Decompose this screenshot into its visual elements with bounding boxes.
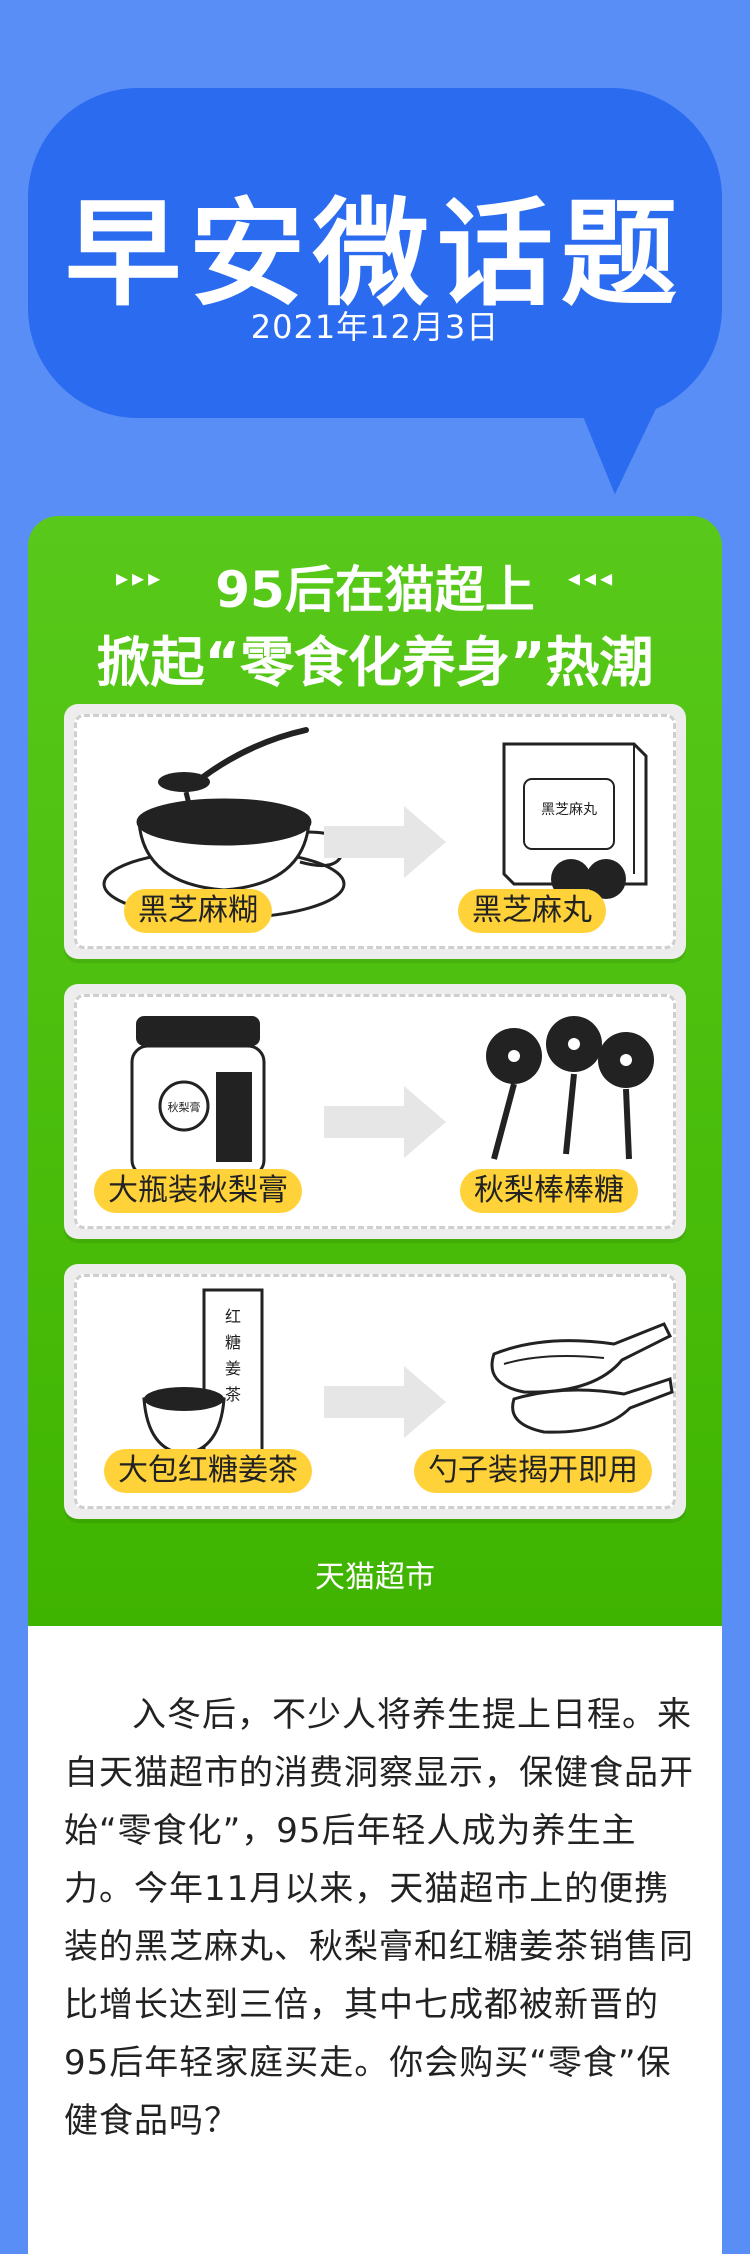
- card-footer-brand: 天猫超市: [315, 1560, 435, 1595]
- tea-box-char-2: 糖: [225, 1333, 241, 1352]
- page-title: 早安微话题: [65, 187, 685, 322]
- article-paragraph: 入冬后，不少人将养生提上日程。来自天猫超市的消费洞察显示，保健食品开始“零食化”…: [64, 1695, 694, 2141]
- comparison-panel-1: 黑芝麻丸 黑芝麻糊 黑芝麻丸: [64, 704, 686, 959]
- label-from-2: 大瓶装秋梨膏: [94, 1169, 302, 1213]
- label-to-3: 勺子装揭开即用: [414, 1449, 652, 1493]
- page-date: 2021年12月3日: [250, 308, 500, 346]
- box-label: 黑芝麻丸: [541, 802, 597, 818]
- pear-illustration: 秋梨膏: [130, 1016, 654, 1178]
- label-to-1: 黑芝麻丸: [458, 889, 606, 933]
- infographic-card: ▸▸▸ ◂◂◂ 95后在猫超上 掀起“零食化养身”热潮 黑芝麻丸 黑芝麻: [28, 516, 722, 1626]
- card-title-line2: 掀起“零食化养身”热潮: [96, 631, 654, 694]
- label-from-3: 大包红糖姜茶: [104, 1449, 312, 1493]
- tea-box-char-3: 姜: [225, 1359, 241, 1378]
- header-bubble: [28, 88, 722, 418]
- jar-label: 秋梨膏: [168, 1100, 201, 1114]
- label-from-1: 黑芝麻糊: [124, 889, 272, 933]
- bubble-tail: [568, 361, 700, 499]
- article-card: 入冬后，不少人将养生提上日程。来自天猫超市的消费洞察显示，保健食品开始“零食化”…: [28, 1626, 722, 2254]
- tea-box-char-1: 红: [225, 1307, 241, 1326]
- ginger-tea-illustration: 红 糖 姜 茶: [142, 1288, 674, 1462]
- label-to-2: 秋梨棒棒糖: [460, 1169, 638, 1213]
- card-title-line1: 95后在猫超上: [215, 561, 535, 619]
- sesame-illustration: 黑芝麻丸: [102, 727, 648, 920]
- tea-box-char-4: 茶: [225, 1385, 241, 1404]
- comparison-panel-2: 秋梨膏 大瓶装秋梨膏 秋梨棒棒糖: [64, 984, 686, 1239]
- title-arrows-right: ◂◂◂: [568, 564, 617, 592]
- title-arrows-left: ▸▸▸: [116, 564, 165, 592]
- comparison-panel-3: 红 糖 姜 茶 大包红糖姜茶 勺子装揭开即用: [64, 1264, 686, 1519]
